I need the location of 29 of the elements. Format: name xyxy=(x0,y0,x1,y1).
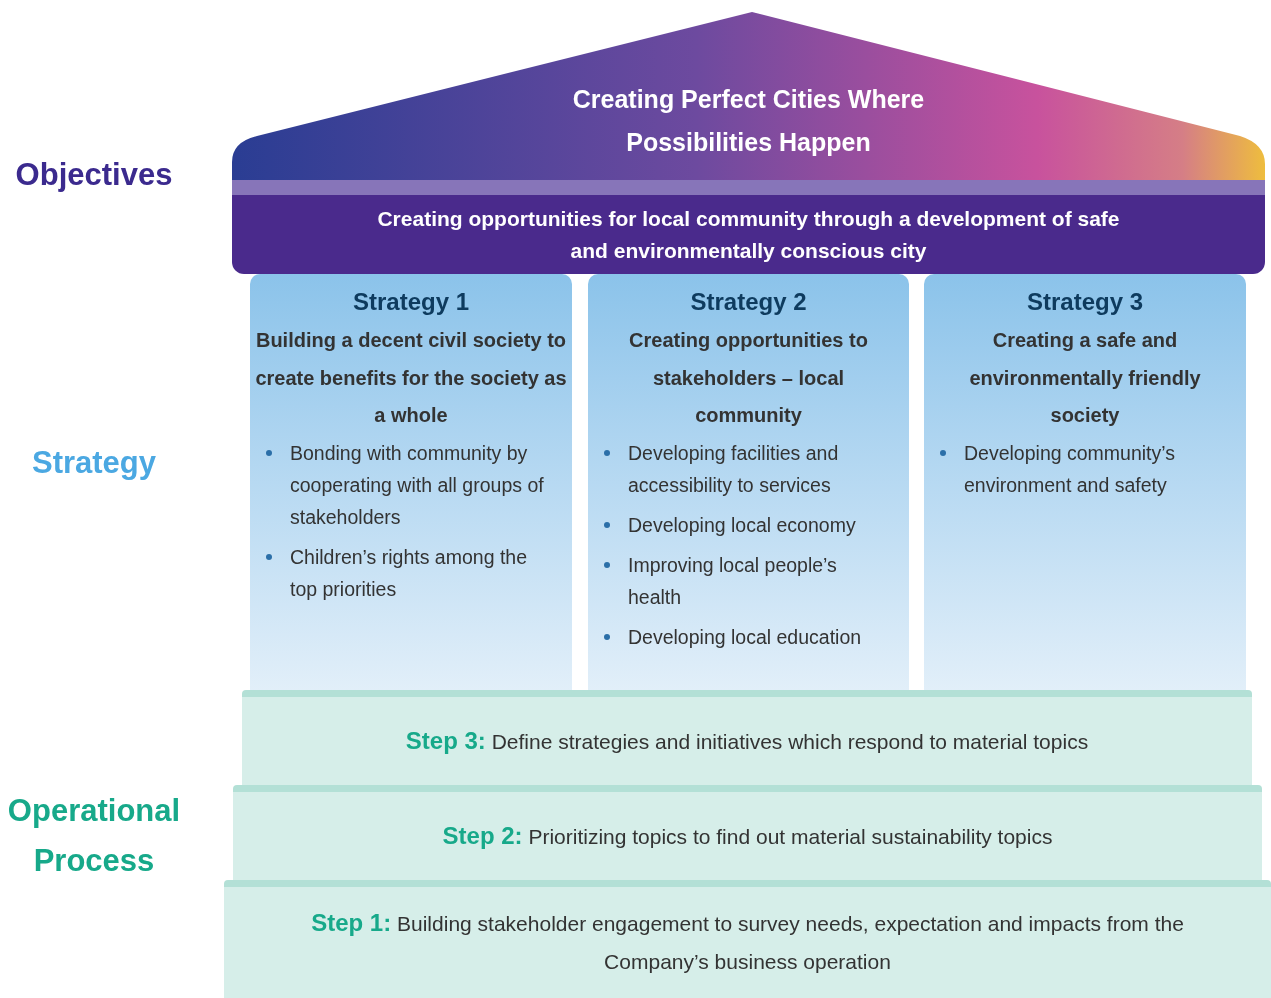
strategy-column xyxy=(250,274,572,692)
bullet-item: Bonding with community by cooperating with all groups of stakeholders xyxy=(290,440,545,530)
strategy-column xyxy=(588,274,909,692)
section-label: Strategy xyxy=(30,444,157,482)
bullet-item: Developing local education xyxy=(628,624,863,650)
step-text: Step 1: Building stakeholder engagement to survey needs, expectation and impacts from the Company’s business operation xyxy=(310,908,1185,975)
step-bar xyxy=(224,880,1271,998)
objective-band xyxy=(232,180,1265,274)
column-heading: Strategy 1 xyxy=(351,287,471,317)
strategy-statement: Building a decent civil society to create benefits for the society as a whole xyxy=(254,328,568,428)
column-heading: Strategy 2 xyxy=(689,287,808,317)
bullet-item: Improving local people’s health xyxy=(628,552,838,610)
roof-banner xyxy=(232,12,1265,180)
section-label: Operational Process xyxy=(6,792,182,880)
strategy-statement: Creating opportunities to stakeholders – local community xyxy=(628,328,869,428)
objective-statement: Creating opportunities for local community through a development of safe and environmentally conscious city xyxy=(376,205,1121,264)
section-label: Objectives xyxy=(14,156,174,194)
strategy-column xyxy=(924,274,1246,692)
step-bar xyxy=(233,785,1262,880)
step-bar xyxy=(242,690,1252,785)
bullet-item: Developing community’s environment and safety xyxy=(964,440,1176,498)
objective-title: Creating Perfect Cities Where Possibilities Happen xyxy=(571,84,926,158)
strategy-statement: Creating a safe and environmentally friendly society xyxy=(968,328,1202,428)
bullet-item: Developing facilities and accessibility to services xyxy=(628,440,840,498)
step-text: Step 3: Define strategies and initiatives which respond to material topics xyxy=(405,725,1089,756)
bullet-item: Developing local economy xyxy=(628,512,857,538)
step-text: Step 2: Prioritizing topics to find out material sustainability topics xyxy=(442,820,1053,851)
bullet-item: Children’s rights among the top priorities xyxy=(290,544,529,602)
column-heading: Strategy 3 xyxy=(1025,287,1145,317)
